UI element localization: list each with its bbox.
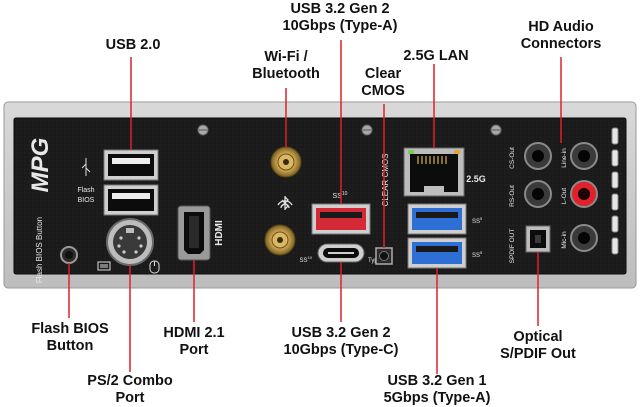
wifi-antenna-connector-top[interactable] xyxy=(270,146,302,178)
callout-hdmi: HDMI 2.1 Port xyxy=(154,325,234,359)
shield-vent-slots xyxy=(611,127,619,255)
cs-out-label: CS-Out xyxy=(509,147,516,169)
callout-usb32g2a-line1: USB 3.2 Gen 2 xyxy=(290,1,390,17)
lan-port[interactable] xyxy=(403,147,465,197)
usb32-gen2-typea-port[interactable] xyxy=(311,203,371,235)
line-in-label: Line-in xyxy=(561,148,568,168)
callout-ps2-line1: PS/2 Combo xyxy=(87,373,173,389)
callout-usb20: USB 2.0 xyxy=(93,37,173,54)
screw-right xyxy=(490,124,502,136)
hdmi-port[interactable] xyxy=(177,205,211,261)
callout-usb32-gen1: USB 3.2 Gen 1 5Gbps (Type-A) xyxy=(370,373,504,407)
ss10-label: SS10 xyxy=(333,191,348,200)
usb32-gen1-port-bottom[interactable] xyxy=(407,237,467,269)
callout-usb32-gen2-typec: USB 3.2 Gen 2 10Gbps (Type-C) xyxy=(271,325,411,359)
callout-flash-bios-line2: Button xyxy=(46,338,94,354)
usb20-port-top[interactable] xyxy=(103,149,159,181)
callout-usb32g1-line2: 5Gbps (Type-A) xyxy=(383,390,491,406)
ss5-label-top: SS5 xyxy=(472,216,483,225)
wifi-bluetooth-icon xyxy=(277,196,293,210)
brand-logo: MPG xyxy=(27,138,54,193)
callout-usb32-gen2-typea: USB 3.2 Gen 2 10Gbps (Type-A) xyxy=(270,1,410,35)
callout-spdif-line1: Optical xyxy=(513,329,563,345)
callout-usb32g2c-line1: USB 3.2 Gen 2 xyxy=(291,325,391,341)
audio-jack-cs-out[interactable] xyxy=(524,142,552,170)
callout-clear-cmos-line2: CMOS xyxy=(361,83,405,99)
callout-clear-cmos: Clear CMOS xyxy=(350,66,416,100)
audio-jack-mic-in[interactable] xyxy=(570,224,598,252)
callout-hd-audio-line2: Connectors xyxy=(520,36,602,52)
flash-bios-button[interactable] xyxy=(60,246,78,264)
callout-usb32g2c-line2: 10Gbps (Type-C) xyxy=(283,342,399,358)
callout-wifi-line2: Bluetooth xyxy=(252,66,320,82)
callout-hd-audio-line1: HD Audio xyxy=(528,19,594,35)
callout-lan-line1: 2.5G LAN xyxy=(403,48,469,64)
flash-bios-small-label-2: BIOS xyxy=(78,197,95,204)
line-out-label: L-Out xyxy=(561,188,568,204)
rs-out-label: RS-Out xyxy=(509,185,516,207)
ss5-label-bottom: SS5 xyxy=(472,250,483,259)
audio-jack-line-out[interactable] xyxy=(570,180,598,208)
callout-lines xyxy=(68,40,562,374)
clear-cmos-button[interactable] xyxy=(375,247,393,265)
usb32-gen2-typec-port[interactable] xyxy=(317,243,365,263)
callout-hdmi-line2: Port xyxy=(179,342,209,358)
callout-usb20-line1: USB 2.0 xyxy=(105,37,161,53)
optical-spdif-port[interactable] xyxy=(525,225,551,253)
callout-clear-cmos-line1: Clear xyxy=(364,66,402,82)
flash-bios-small-label-1: Flash xyxy=(77,187,94,194)
audio-jack-line-in[interactable] xyxy=(570,142,598,170)
mic-in-label: Mic-in xyxy=(561,231,568,249)
usb-symbol-icon xyxy=(81,158,91,176)
clear-cmos-vertical-label: CLEAR CMOS xyxy=(381,154,390,207)
callout-flash-bios-line1: Flash BIOS xyxy=(31,321,109,337)
usb32-gen1-port-top[interactable] xyxy=(407,203,467,235)
lan-speed-label: 2.5G xyxy=(466,174,486,184)
io-panel-face xyxy=(13,117,627,275)
usb20-port-bottom[interactable] xyxy=(103,184,159,216)
callout-spdif-line2: S/PDIF Out xyxy=(500,346,576,362)
audio-jack-rs-out[interactable] xyxy=(524,180,552,208)
callout-ps2: PS/2 Combo Port xyxy=(78,373,182,407)
callout-hdmi-line1: HDMI 2.1 xyxy=(163,325,225,341)
callout-optical-spdif: Optical S/PDIF Out xyxy=(486,329,590,363)
callout-wifi-bluetooth: Wi-Fi / Bluetooth xyxy=(236,49,336,83)
keyboard-icon xyxy=(97,261,111,271)
hdmi-logo-text: HDMI xyxy=(214,220,225,246)
mouse-icon xyxy=(149,260,160,274)
ps2-combo-port[interactable] xyxy=(106,218,154,266)
callout-wifi-line1: Wi-Fi / xyxy=(264,49,308,65)
callout-usb32g1-line1: USB 3.2 Gen 1 xyxy=(387,373,487,389)
callout-hd-audio: HD Audio Connectors xyxy=(506,19,616,53)
wifi-antenna-connector-bottom[interactable] xyxy=(264,224,296,256)
callout-flash-bios-button: Flash BIOS Button xyxy=(20,321,120,355)
callout-lan: 2.5G LAN xyxy=(396,48,476,65)
ss10-typec-label: SS10 xyxy=(300,255,313,264)
callout-ps2-line2: Port xyxy=(115,390,145,406)
callout-usb32g2a-line2: 10Gbps (Type-A) xyxy=(282,18,398,34)
flash-bios-vertical-label: Flash BIOS Button xyxy=(35,217,44,283)
screw-left xyxy=(197,124,209,136)
spdif-out-label: SPDIF OUT xyxy=(509,229,516,264)
screw-mid xyxy=(361,124,373,136)
